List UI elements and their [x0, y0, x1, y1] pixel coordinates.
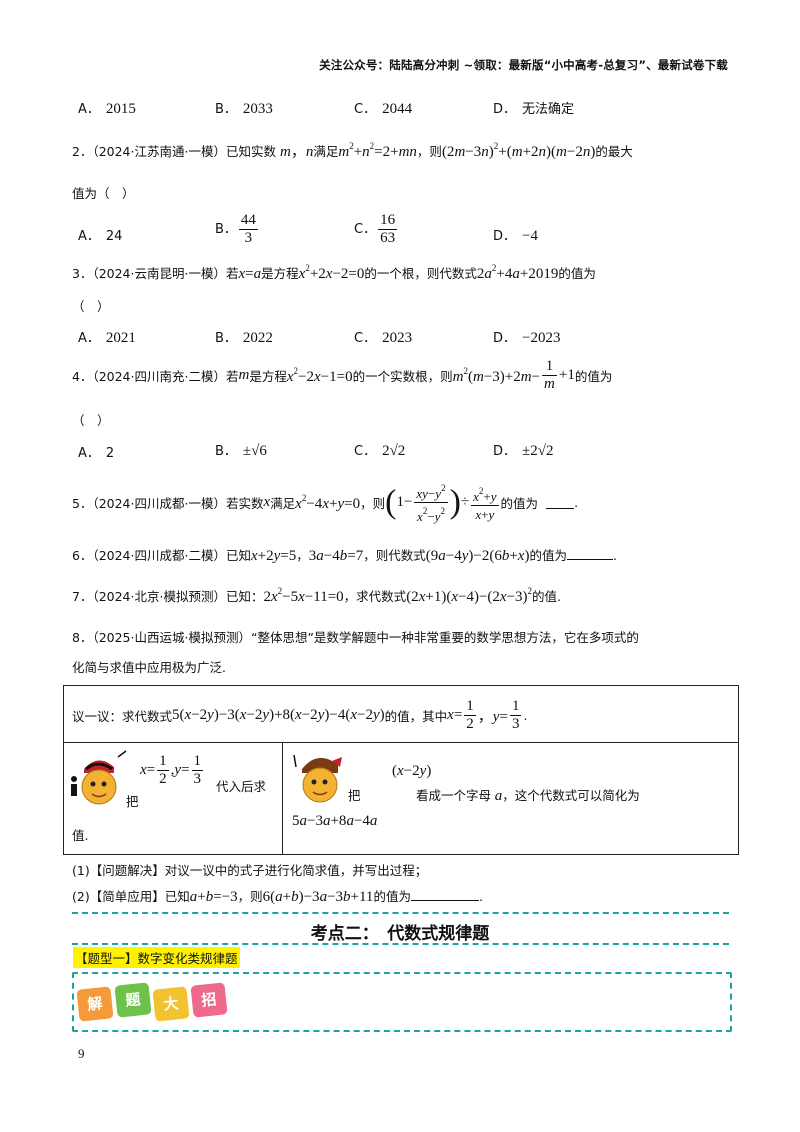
tips-badge-1: 解: [76, 986, 114, 1022]
student-avatar-icon: [293, 754, 342, 803]
question-8-part1: (1)【问题解决】对议一议中的式子进行化简求值，并写出过程；: [72, 863, 428, 878]
tips-badge-4: 招: [190, 982, 228, 1018]
answer-blank[interactable]: [410, 888, 479, 901]
tips-box: 解 题 大 招: [72, 972, 732, 1032]
page-number: 9: [78, 1046, 85, 1061]
page-header: 关注公众号：陆陆高分冲刺 ~领取：最新版“小中高考-总复习”、最新试卷下载: [319, 58, 728, 72]
q4-option-b[interactable]: B．±√6: [215, 443, 267, 459]
question-8: 8．（2025·山西运城·模拟预测）“整体思想”是数学解题中一种非常重要的数学思…: [72, 630, 639, 645]
question-3: 3．（2024·云南昆明·一模）若x=a是方程x2+2x−2=0的一个根，则代数…: [72, 263, 596, 282]
student-a-text-line2: 代入后求: [216, 779, 267, 794]
q3-option-b[interactable]: B．2022: [215, 330, 273, 346]
section-divider-bottom: [72, 943, 729, 945]
student-b-text-line2: 看成一个字母 a，这个代数式可以简化为: [416, 788, 640, 804]
q4-option-c[interactable]: C．2√2: [354, 443, 406, 459]
student-a-text-line3: 值.: [72, 828, 89, 843]
q3-option-c[interactable]: C．2023: [354, 330, 413, 346]
discussion-table: 议一议：求代数式5(x−2y)−3(x−2y)+8(x−2y)−4(x−2y)的…: [63, 685, 739, 855]
student-avatar-icon: [71, 750, 127, 805]
tips-badge-3: 大: [152, 986, 190, 1022]
tips-badge-2: 题: [114, 982, 152, 1018]
discussion-prompt-row: 议一议：求代数式5(x−2y)−3(x−2y)+8(x−2y)−4(x−2y)的…: [64, 686, 738, 743]
student-b-cell: (x−2y) 把 看成一个字母 a，这个代数式可以简化为 5a−3a+8a−4a: [284, 743, 738, 854]
question-4: 4．（2024·四川南充·二模）若m是方程x2−2x−1=0的一个实数根，则m2…: [72, 358, 613, 392]
q2-option-a[interactable]: A．24: [78, 229, 123, 244]
student-b-expression: (x−2y): [392, 763, 432, 779]
question-3-line2: （ ）: [72, 299, 110, 314]
q4-option-a[interactable]: A．2: [78, 446, 115, 461]
question-8-part2: (2)【简单应用】已知a+b=−3，则6(a+b)−3a−3b+11的值为.: [72, 888, 483, 905]
q1-option-c[interactable]: C．2044: [354, 101, 413, 117]
student-b-simplified: 5a−3a+8a−4a: [292, 813, 378, 829]
question-8-line2: 化简与求值中应用极为广泛.: [72, 660, 226, 675]
question-4-line2: （ ）: [72, 413, 110, 428]
student-b-text-line1: 把: [348, 788, 361, 803]
q4-option-d[interactable]: D．±2√2: [493, 443, 554, 459]
q1-option-d[interactable]: D．无法确定: [493, 102, 575, 117]
question-2: 2．（2024·江苏南通·一模）已知实数 m，n满足m2+n2=2+mn，则(2…: [72, 141, 633, 160]
question-type-tag: 【题型一】数字变化类规律题: [73, 947, 240, 968]
question-6: 6．（2024·四川成都·二模）已知x+2y=5，3a−4b=7，则代数式(9a…: [72, 547, 617, 564]
student-a-text-line1: 把: [126, 794, 139, 809]
discussion-prompt: 议一议：求代数式5(x−2y)−3(x−2y)+8(x−2y)−4(x−2y)的…: [72, 698, 528, 732]
q1-option-a[interactable]: A．2015: [78, 101, 136, 117]
answer-blank[interactable]: [566, 547, 613, 560]
answer-blank[interactable]: [546, 496, 575, 509]
q3-option-d[interactable]: D．−2023: [493, 330, 561, 346]
q2-option-d[interactable]: D．−4: [493, 228, 538, 244]
question-2-line2: 值为（ ）: [72, 186, 135, 201]
q3-option-a[interactable]: A．2021: [78, 330, 136, 346]
section-divider-top: [72, 912, 729, 914]
question-7: 7．（2024·北京·模拟预测）已知：2x2−5x−11=0，求代数式(2x+1…: [72, 586, 562, 605]
section-title: 考点二： 代数式规律题: [310, 924, 490, 944]
q1-option-b[interactable]: B．2033: [215, 101, 273, 117]
question-5: 5．（2024·四川成都·一模）若实数x满足x2−4x+y=0，则(1−xy−y…: [72, 480, 578, 525]
